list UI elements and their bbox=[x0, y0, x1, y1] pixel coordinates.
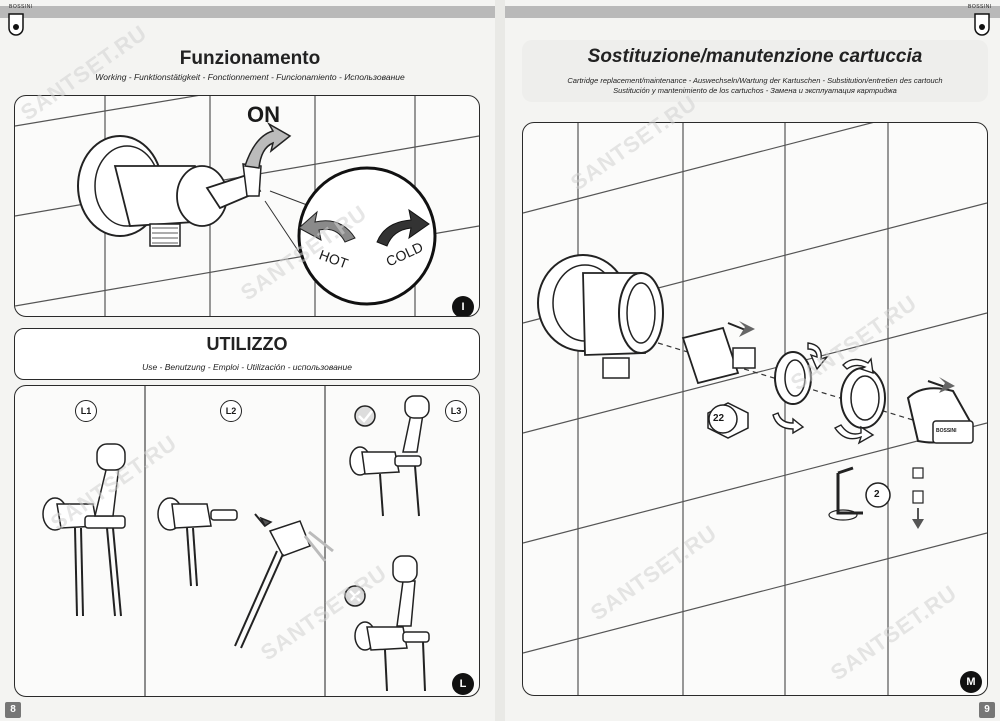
section-subtitle-use: Use - Benutzung - Emploi - Utilización -… bbox=[142, 362, 352, 372]
step-label-l3: L3 bbox=[445, 400, 467, 422]
panel-badge-m: M bbox=[960, 671, 982, 693]
page-subtitle-line1: Cartridge replacement/maintenance - Ausw… bbox=[567, 76, 943, 85]
top-bar-right bbox=[505, 6, 1000, 18]
page-title-sostituzione: Sostituzione/manutenzione cartuccia bbox=[587, 46, 923, 67]
corner-droplet-icon-right bbox=[974, 13, 990, 36]
panel-operation: ON HOT COLD I bbox=[14, 95, 480, 317]
page-subtitle-working: Working - Funktionstätigkeit - Fonctionn… bbox=[95, 72, 405, 82]
allen-key-size-label: 2 bbox=[874, 489, 880, 500]
panel-badge-l: L bbox=[452, 673, 474, 695]
corner-droplet-icon-left bbox=[8, 13, 24, 36]
page-gutter bbox=[495, 0, 505, 721]
usage-illustration bbox=[42, 386, 430, 696]
on-label: ON bbox=[247, 102, 280, 127]
wrench-size-label: 22 bbox=[713, 413, 725, 424]
step-label-l1: L1 bbox=[75, 400, 97, 422]
panel-cartridge: 22 2 BOSSINI M bbox=[522, 122, 988, 696]
page-number-right: 9 bbox=[979, 702, 995, 718]
page-subtitle-line2: Sustitución y mantenimiento de los cartu… bbox=[613, 86, 897, 95]
brand-right: BOSSINI bbox=[968, 4, 992, 10]
top-bar-left bbox=[0, 6, 495, 18]
title-banner-right bbox=[522, 40, 988, 102]
section-title-utilizzo: UTILIZZO bbox=[206, 334, 288, 354]
page-title-funzionamento: Funzionamento bbox=[179, 48, 321, 69]
handle-brand-label: BOSSINI bbox=[936, 428, 957, 434]
operation-illustration bbox=[15, 96, 479, 316]
page-number-left: 8 bbox=[5, 702, 21, 718]
cartridge-illustration bbox=[523, 123, 987, 695]
panel-badge-i: I bbox=[452, 296, 474, 316]
panel-usage: L1 L2 L3 L bbox=[14, 385, 480, 697]
step-label-l2: L2 bbox=[220, 400, 242, 422]
brand-left: BOSSINI bbox=[9, 4, 33, 10]
section-banner-utilizzo: UTILIZZO Use - Benutzung - Emploi - Util… bbox=[14, 328, 480, 380]
